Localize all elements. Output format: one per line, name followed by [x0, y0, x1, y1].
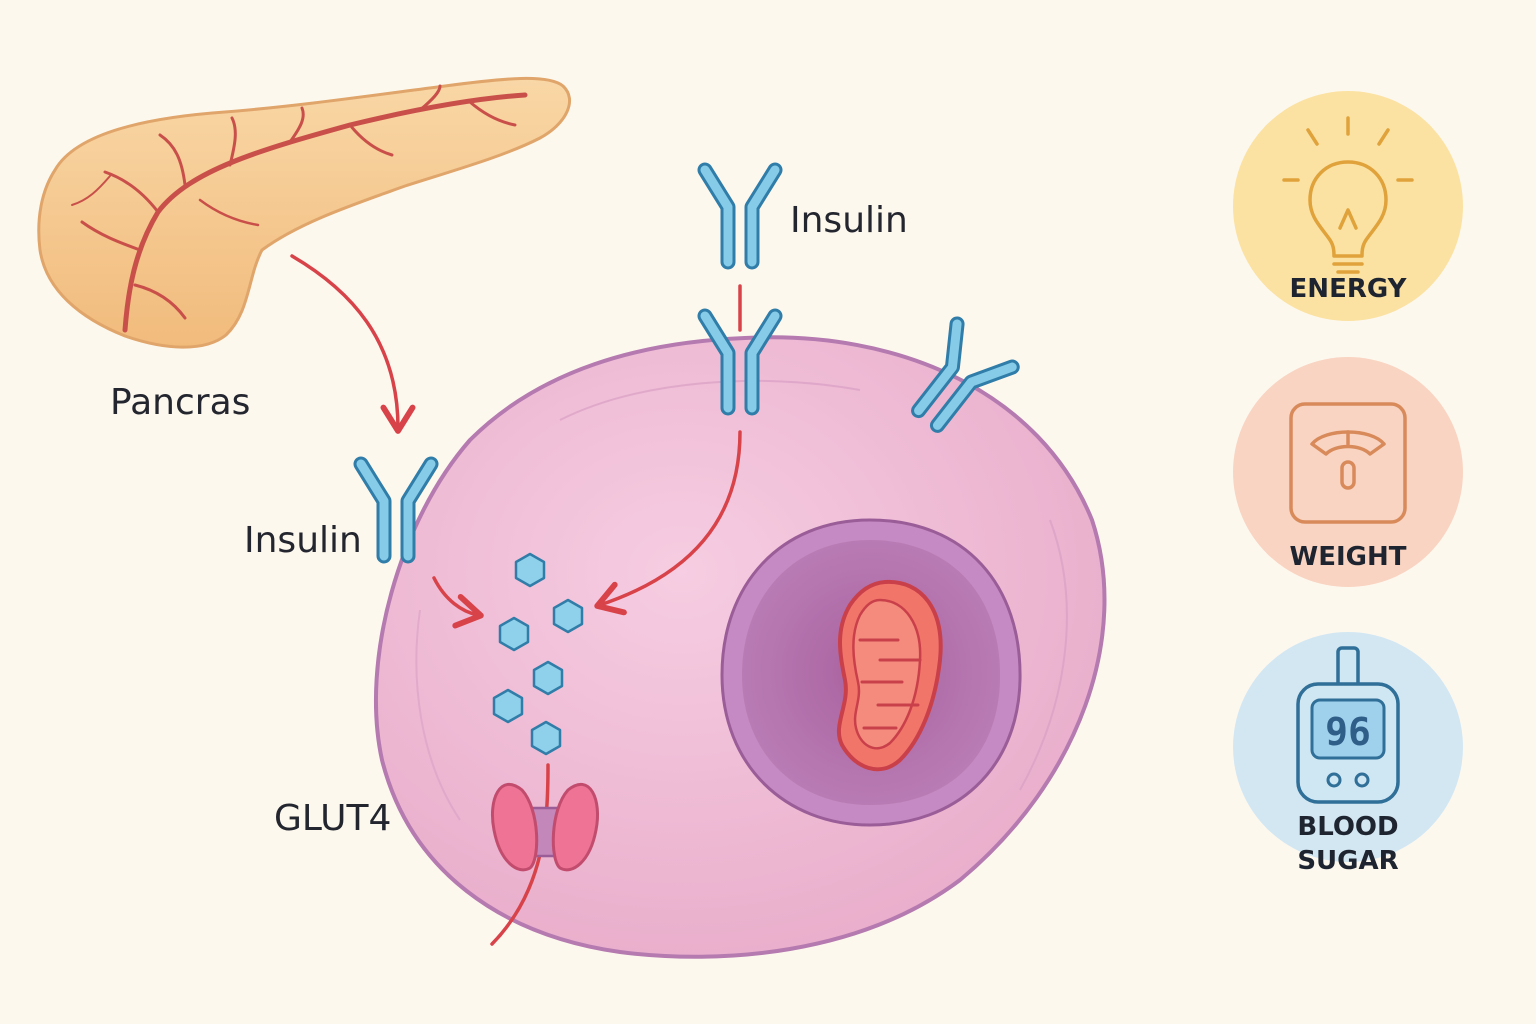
- glucose-molecule: [492, 688, 524, 724]
- glucose-molecule: [532, 660, 564, 696]
- glut4-label: GLUT4: [274, 798, 392, 839]
- glucose-molecule: [530, 720, 562, 756]
- blood-sugar-line-2: SUGAR: [1297, 846, 1399, 876]
- glucose-molecule: [498, 616, 530, 652]
- receptor-to-glucose-arrow: [594, 430, 742, 616]
- blood-sugar-badge: 96: [1233, 632, 1463, 862]
- scale-icon: [1289, 402, 1407, 524]
- blood-sugar-label: BLOOD SUGAR: [1248, 810, 1448, 878]
- weight-label: WEIGHT: [1289, 542, 1407, 572]
- glucometer-reading: 96: [1325, 710, 1371, 754]
- pancreas-to-insulin-arrow: [290, 254, 416, 434]
- insulin-label-top: Insulin: [790, 200, 908, 241]
- insulin-molecule-top: [705, 170, 775, 262]
- weight-badge: [1233, 357, 1463, 587]
- energy-badge: [1233, 91, 1463, 321]
- glucometer-icon: 96: [1296, 646, 1400, 804]
- glut4-transporter: [490, 782, 600, 872]
- blood-sugar-line-1: BLOOD: [1297, 812, 1399, 842]
- pancreas-blood-vessels: [71, 84, 528, 333]
- insulin-label-left: Insulin: [244, 520, 362, 561]
- pancreas-label: Pancras: [110, 382, 251, 423]
- energy-label: ENERGY: [1289, 274, 1407, 304]
- glucose-molecule: [552, 598, 584, 634]
- glucose-molecule: [514, 552, 546, 588]
- left-insulin-to-glucose-arrow: [432, 576, 484, 629]
- mitochondrion: [836, 579, 943, 772]
- lightbulb-icon: [1282, 116, 1414, 274]
- pancreas: [37, 76, 571, 349]
